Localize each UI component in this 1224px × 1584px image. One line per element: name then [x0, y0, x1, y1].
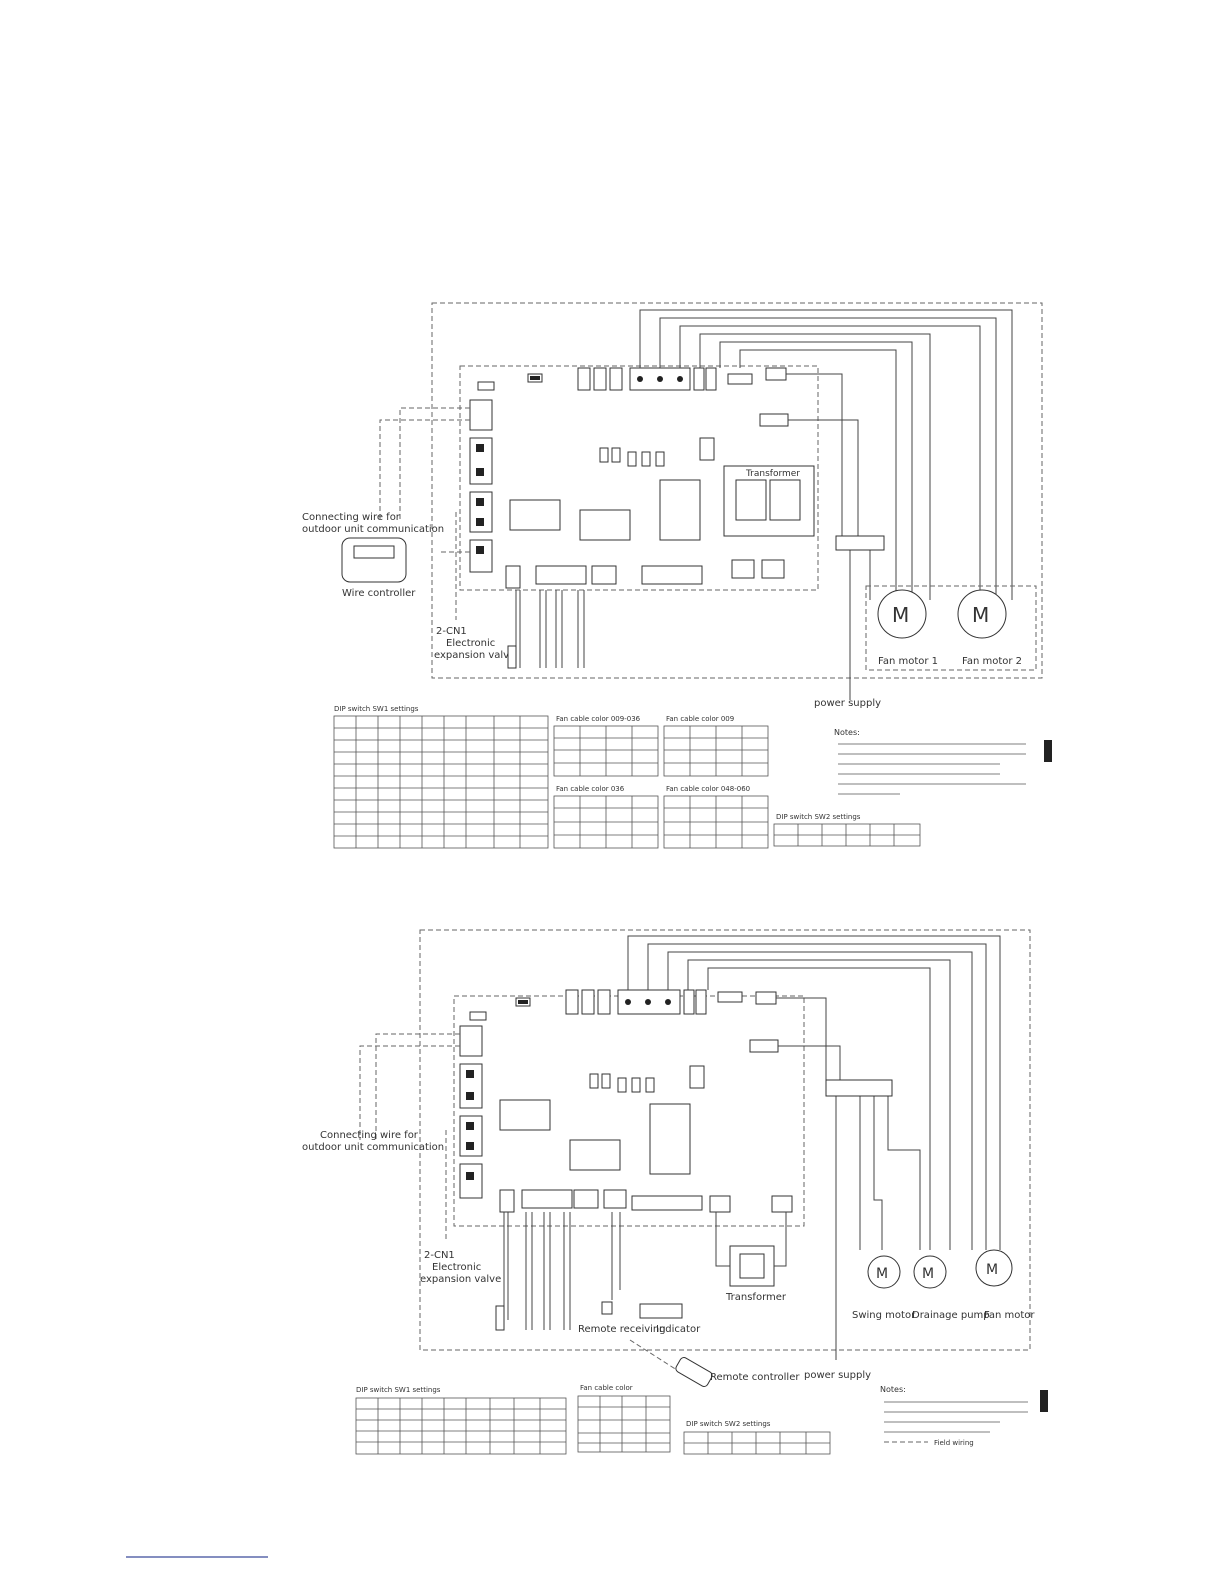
- diagram2-dip-sw2-title: DIP switch SW2 settings: [686, 1420, 771, 1428]
- diagram2-notes-title: Notes:: [880, 1385, 906, 1394]
- diagram1-fan-motor-2: M: [957, 589, 1007, 639]
- diagram2-comm-wiring: [359, 1033, 460, 1240]
- diagram1-wire-controller-label: Wire controller: [342, 588, 416, 599]
- diagram1-eev-code: 2-CN1: [436, 626, 467, 637]
- wiring-diagram-2: Transformer Connec: [302, 929, 1048, 1455]
- diagram2-fan-motor: M: [975, 1249, 1013, 1287]
- diagram1-terminal-block: [835, 535, 885, 551]
- diagram1-dip-sw2-table: [773, 823, 921, 847]
- diagram1-dip-sw2-title: DIP switch SW2 settings: [776, 813, 861, 821]
- diagram2-marker: [1040, 1390, 1048, 1412]
- diagram2-conn-label-b: outdoor unit communication: [302, 1142, 444, 1153]
- diagram2-pump-label: Drainage pump: [912, 1310, 990, 1321]
- diagram2-top-connectors: [469, 989, 779, 1053]
- diagram1-motor2-symbol: M: [972, 603, 989, 627]
- diagram1-fan-table-d-title: Fan cable color 048-060: [666, 785, 750, 793]
- diagram1-left-connectors: [469, 399, 493, 573]
- diagram2-receiver-label: Remote receiving: [578, 1324, 666, 1335]
- diagram2-fan-label: Fan motor: [984, 1310, 1035, 1321]
- diagram2-drain-pump: M: [913, 1255, 947, 1289]
- diagram2-dip-table-title: DIP switch SW1 settings: [356, 1386, 441, 1394]
- diagram2-remote-controller: [629, 1339, 713, 1387]
- diagram1-fan1-label: Fan motor 1: [878, 656, 938, 667]
- diagram2-pump-symbol: M: [922, 1266, 934, 1282]
- diagram2-transformer: [729, 1245, 775, 1287]
- diagram2-fan-table: [577, 1395, 671, 1453]
- diagram1-dip-sw1: [509, 499, 561, 531]
- diagram2-transformer-label: Transformer: [725, 1292, 787, 1303]
- diagram2-frame: [419, 929, 1031, 1351]
- diagram2-remote-label: Remote controller: [710, 1372, 800, 1383]
- diagram2-swing-symbol: M: [876, 1266, 888, 1282]
- diagram1-notes-title: Notes:: [834, 728, 860, 737]
- diagram1-frame: [431, 302, 1043, 679]
- diagram1-notes-lines: [838, 743, 1026, 795]
- diagram1-top-connectors: [477, 367, 789, 427]
- diagram2-fan-table-title: Fan cable color: [580, 1384, 633, 1392]
- diagram1-pcb: [459, 365, 819, 591]
- diagram2-bottom-wires: [503, 1212, 787, 1330]
- diagram1-conn-label-b: outdoor unit communication: [302, 524, 444, 535]
- diagram1-motor1-symbol: M: [892, 603, 909, 627]
- diagram1-dip-sw2: [579, 509, 631, 541]
- diagram1-motor-frame: [865, 585, 1037, 671]
- diagram2-dip-sw2-table: [683, 1431, 831, 1455]
- diagram2-eev-label-a: Electronic: [432, 1262, 481, 1273]
- diagram1-fan-table-b: [663, 725, 769, 777]
- diagram1-fan-wires: [639, 309, 1013, 700]
- diagram2-indicator-module: [639, 1303, 683, 1319]
- diagram2-dip-table: [355, 1397, 567, 1455]
- diagram1-fan-table-a-title: Fan cable color 009-036: [556, 715, 641, 723]
- diagram2-dip-sw2: [569, 1139, 621, 1171]
- diagram2-pcb: [453, 995, 805, 1227]
- diagram1-fan-motor-1: M: [877, 589, 927, 639]
- diagram1-fan-table-a: [553, 725, 659, 777]
- diagram1-components: [505, 437, 815, 589]
- diagram1-dip-table: [333, 715, 549, 849]
- diagram2-dip-sw1: [499, 1099, 551, 1131]
- diagram1-comm-wiring: [379, 407, 470, 620]
- diagram1-fan2-label: Fan motor 2: [962, 656, 1022, 667]
- diagram1-bottom-wires: [515, 590, 585, 668]
- diagram1-eev-label-a: Electronic: [446, 638, 495, 649]
- diagram2-notes-lines: [884, 1401, 1028, 1443]
- diagram2-fan-symbol: M: [986, 1262, 998, 1278]
- diagram1-transformer-label: Transformer: [745, 469, 800, 479]
- diagram2-indicator-label: Indicator: [656, 1324, 701, 1335]
- diagram2-components: [499, 1065, 793, 1213]
- diagram2-swing-label: Swing motor: [852, 1310, 916, 1321]
- diagram1-fan-table-b-title: Fan cable color 009: [666, 715, 734, 723]
- diagram2-eev-label-b: expansion valve: [420, 1274, 501, 1285]
- diagram2-eev-code: 2-CN1: [424, 1250, 455, 1261]
- diagram2-field-wiring-label: Field wiring: [934, 1439, 974, 1447]
- wiring-diagram-1: Connecting wire for outdoor unit communi…: [302, 302, 1052, 849]
- diagram1-fan-table-c: [553, 795, 659, 849]
- diagram1-fan-table-d: [663, 795, 769, 849]
- diagram2-left-connectors: [459, 1025, 483, 1199]
- diagram2-eev-coil: [495, 1305, 505, 1331]
- diagram2-receiver-module: [601, 1301, 613, 1315]
- diagram1-marker: [1044, 740, 1052, 762]
- diagram1-power-label: power supply: [814, 698, 881, 709]
- diagram1-wire-controller: [341, 537, 407, 583]
- diagram2-swing-motor: M: [867, 1255, 901, 1289]
- diagram1-conn-label-a: Connecting wire for: [302, 512, 401, 523]
- diagram1-eev-label-b: expansion valve: [434, 650, 515, 661]
- diagram2-power-label: power supply: [804, 1370, 871, 1381]
- diagram2-fan-wires: [627, 935, 1001, 1360]
- diagram1-dip-table-title: DIP switch SW1 settings: [334, 705, 419, 713]
- diagram1-eev-coil: [507, 645, 517, 669]
- diagram1-fan-table-c-title: Fan cable color 036: [556, 785, 625, 793]
- diagram2-conn-label-a: Connecting wire for: [320, 1130, 419, 1141]
- diagram2-terminal-block: [825, 1079, 893, 1097]
